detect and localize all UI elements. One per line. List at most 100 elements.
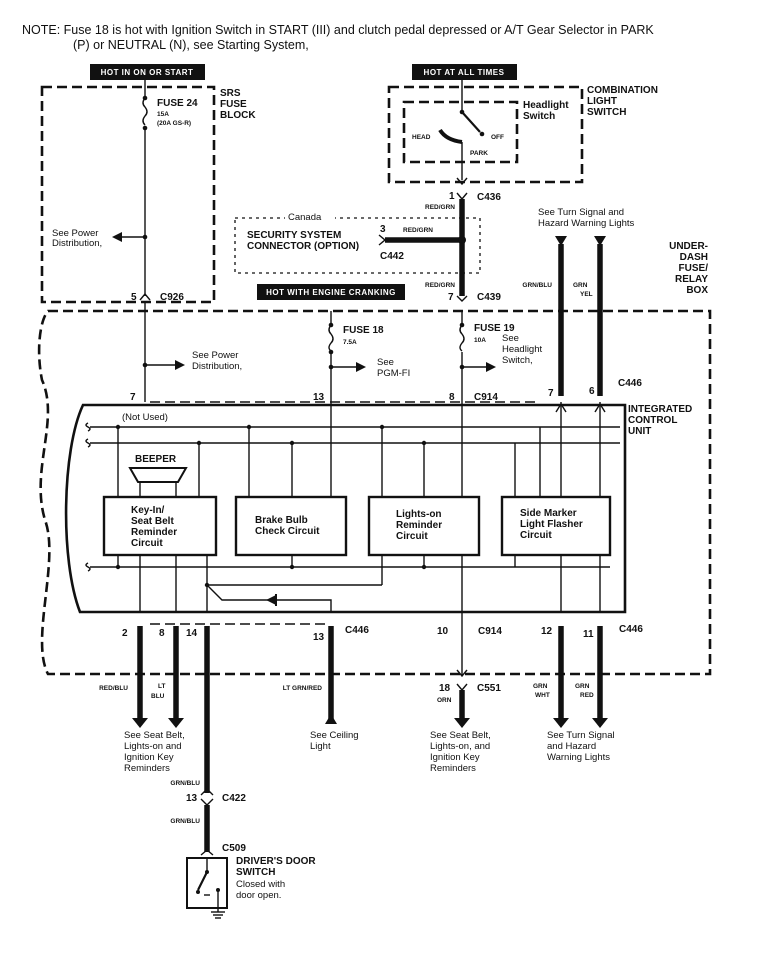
c439-label: C439 bbox=[477, 292, 501, 303]
underdash-fuses: See Power Distribution, 7 FUSE 18 7.5A S… bbox=[130, 303, 542, 405]
pin-13-c914: 13 bbox=[313, 392, 325, 403]
door-wire-upper: GRN/BLU bbox=[170, 780, 200, 787]
c446-top-label: C446 bbox=[618, 378, 642, 389]
srs-title-2: FUSE bbox=[220, 99, 247, 110]
wire-grn-red-label-1: GRN bbox=[575, 683, 590, 690]
see-ceiling-2: Light bbox=[310, 741, 331, 752]
fuse-24-rating-alt: (20A GS-R) bbox=[157, 120, 191, 127]
door-wire-lower: GRN/BLU bbox=[170, 818, 200, 825]
hot-in-on-or-start-label: HOT IN ON OR START bbox=[101, 68, 194, 77]
key-in-seat-belt-reminder-circuit bbox=[102, 495, 218, 557]
out-pin-10: 10 bbox=[437, 626, 449, 637]
security-region: Canada bbox=[288, 212, 322, 223]
wire-grn-yel-label-2: YEL bbox=[580, 291, 593, 298]
see-turn-bottom-2: and Hazard bbox=[547, 741, 596, 752]
c551-pin: 18 bbox=[439, 683, 451, 694]
hot-at-all-times-header bbox=[412, 64, 517, 80]
c442-label: C442 bbox=[380, 251, 404, 262]
srs-title-1: SRS bbox=[220, 88, 241, 99]
c926-pin: 5 bbox=[131, 292, 137, 303]
wire-grn-wht-label-2: WHT bbox=[535, 692, 550, 699]
srs-fuse-block: HOT IN ON OR START SRS FUSE BLOCK FUSE 2… bbox=[40, 64, 256, 304]
combination-light-switch: HOT AT ALL TIMES COMBINATION LIGHT SWITC… bbox=[387, 64, 658, 296]
beeper-icon bbox=[128, 467, 188, 483]
see-turn-bottom-3: Warning Lights bbox=[547, 752, 610, 763]
c439-wire: RED/GRN bbox=[425, 282, 455, 289]
underdash-title-2: DASH bbox=[680, 252, 708, 263]
connector-c442-icon bbox=[378, 234, 387, 246]
lights-on-reminder-circuit bbox=[367, 495, 481, 557]
out-pin-2: 2 bbox=[122, 628, 128, 639]
hot-with-engine-cranking-header bbox=[257, 284, 405, 300]
wire-grn-blu-label: GRN/BLU bbox=[522, 282, 552, 289]
pin-7-c914: 7 bbox=[130, 392, 136, 403]
note-line-1: NOTE: Fuse 18 is hot with Ignition Switc… bbox=[22, 23, 654, 37]
see-seat-belt-left-4: Reminders bbox=[124, 763, 170, 774]
headlight-switch-outline bbox=[402, 100, 519, 164]
circuit-3-line-2: Reminder bbox=[396, 520, 442, 531]
wire-red-blu-label: RED/BLU bbox=[99, 685, 128, 692]
see-turn-bottom-1: See Turn Signal bbox=[547, 730, 615, 741]
see-power-distribution-1: See Power bbox=[52, 228, 98, 239]
circuit-2-line-1: Brake Bulb bbox=[255, 515, 308, 526]
circuit-4-line-3: Circuit bbox=[520, 530, 552, 541]
out-pin-14: 14 bbox=[186, 628, 198, 639]
circuit-3-line-3: Circuit bbox=[396, 531, 428, 542]
out-pin-11: 11 bbox=[583, 629, 594, 640]
wire-lt-blu-label-1: LT bbox=[158, 683, 165, 690]
c926-label: C926 bbox=[160, 292, 184, 303]
out-pin-8: 8 bbox=[159, 628, 165, 639]
turn-signal-inputs: See Turn Signal and Hazard Warning Light… bbox=[522, 207, 642, 399]
wire-orn-label: ORN bbox=[437, 697, 452, 704]
see-ceiling-1: See Ceiling bbox=[310, 730, 359, 741]
see-seat-belt-right-3: Ignition Key bbox=[430, 752, 480, 763]
c446-top-pin-7: 7 bbox=[548, 388, 554, 399]
fuse-19-icon bbox=[459, 324, 465, 352]
srs-title-3: BLOCK bbox=[220, 110, 256, 121]
security-title-2: CONNECTOR (OPTION) bbox=[247, 241, 359, 252]
icu-outline bbox=[64, 403, 627, 614]
wire-grn-wht-label-1: GRN bbox=[533, 683, 548, 690]
c509-label: C509 bbox=[222, 843, 246, 854]
fuse-19-see-1: See bbox=[502, 333, 519, 344]
side-marker-light-flasher-circuit bbox=[500, 495, 612, 557]
icu-title-2: CONTROL bbox=[628, 415, 677, 426]
fuse-18-label: FUSE 18 bbox=[343, 325, 384, 336]
see-seat-belt-left-3: Ignition Key bbox=[124, 752, 174, 763]
underdash-title-3: FUSE/ bbox=[679, 263, 709, 274]
door-switch-desc-1: Closed with bbox=[236, 879, 285, 890]
beeper-label: BEEPER bbox=[135, 454, 177, 465]
circuit-2-line-2: Check Circuit bbox=[255, 526, 320, 537]
switch-pos-park: PARK bbox=[470, 150, 488, 157]
icu-outputs: 2 8 14 13 C446 10 C914 12 11 C446 RED/BL… bbox=[99, 612, 643, 793]
door-switch-desc-2: door open. bbox=[236, 890, 281, 901]
turn-see-2: Hazard Warning Lights bbox=[538, 218, 635, 229]
arrow-left-icon bbox=[112, 232, 122, 242]
switch-blade-icon bbox=[461, 111, 481, 133]
security-outline bbox=[234, 217, 481, 274]
see-seat-belt-right-2: Lights-on, and bbox=[430, 741, 490, 752]
hot-in-on-or-start-header bbox=[90, 64, 205, 80]
combo-title-3: SWITCH bbox=[587, 107, 626, 118]
fuse-19-see-2: Headlight bbox=[502, 344, 542, 355]
icu-title-1: INTEGRATED bbox=[628, 404, 692, 415]
fuse-18-see-2: PGM-FI bbox=[377, 368, 410, 379]
hot-with-engine-cranking-label: HOT WITH ENGINE CRANKING bbox=[266, 288, 396, 297]
security-wire: RED/GRN bbox=[403, 227, 433, 234]
drivers-door-switch: GRN/BLU 13 C422 GRN/BLU C509 DRIVER'S DO… bbox=[170, 780, 316, 919]
door-switch-title-1: DRIVER'S DOOR bbox=[236, 856, 316, 867]
see-seat-belt-left-1: See Seat Belt, bbox=[124, 730, 185, 741]
connector-c926-icon bbox=[139, 292, 151, 301]
circuit-3-line-1: Lights-on bbox=[396, 509, 442, 520]
fuse-18-rating: 7.5A bbox=[343, 339, 357, 346]
headlight-switch-label-1: Headlight bbox=[523, 100, 569, 111]
turn-see-1: See Turn Signal and bbox=[538, 207, 624, 218]
security-pin: 3 bbox=[380, 224, 386, 235]
door-switch-blade-icon bbox=[197, 871, 208, 891]
c436-pin: 1 bbox=[449, 191, 455, 202]
combo-title-2: LIGHT bbox=[587, 96, 617, 107]
switch-pos-head: HEAD bbox=[412, 134, 431, 141]
not-used-label: (Not Used) bbox=[122, 412, 168, 423]
c914-bottom-label: C914 bbox=[478, 626, 502, 637]
underdash-title-5: BOX bbox=[686, 285, 708, 296]
